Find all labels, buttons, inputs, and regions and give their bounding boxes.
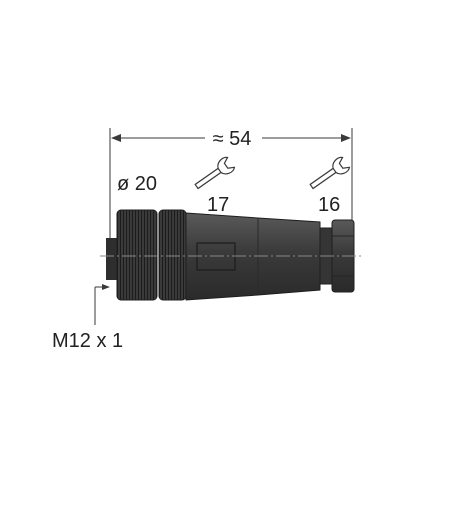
- thread-label: M12 x 1: [52, 330, 123, 352]
- leader-arrowhead: [102, 284, 110, 290]
- arrowhead-left: [111, 134, 121, 142]
- coupling-nut: [116, 209, 158, 301]
- wrench-icon: [194, 156, 236, 190]
- wrench-icon: [309, 156, 351, 190]
- diameter-label: ø 20: [117, 173, 157, 195]
- connector-body: [106, 209, 355, 301]
- length-dimension: ≈ 54: [109, 128, 353, 245]
- thread-stub: [106, 238, 118, 280]
- thread-callout: M12 x 1: [52, 284, 123, 352]
- coupling-nut-rear: [158, 209, 187, 301]
- wrench-size-left-label: 17: [207, 194, 229, 216]
- arrowhead-right: [341, 134, 351, 142]
- overall-length-label: ≈ 54: [213, 128, 252, 150]
- wrench-size-right-label: 16: [318, 194, 340, 216]
